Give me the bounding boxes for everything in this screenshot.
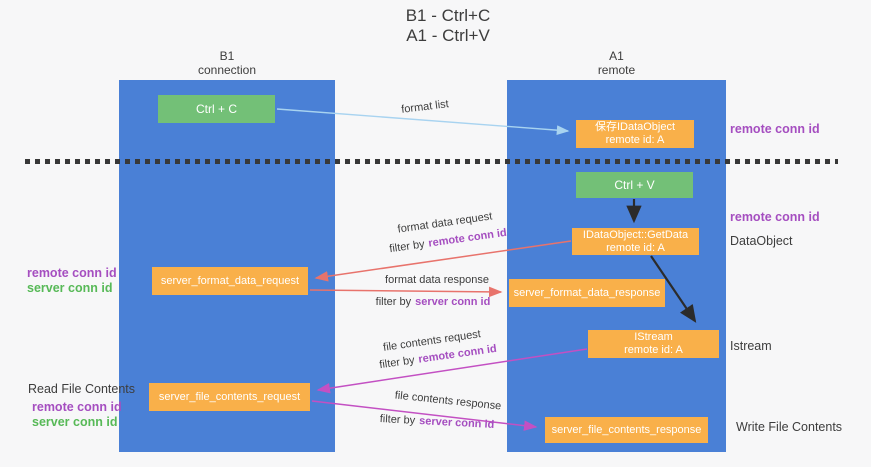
label-file-contents-response: file contents response (394, 389, 502, 413)
column-header-a1: A1 remote (507, 49, 726, 77)
server-conn-id-text: server conn id (418, 415, 495, 431)
node-server-format-data-request-label: server_format_data_request (160, 274, 300, 287)
column-a1-role: remote (597, 63, 636, 77)
node-getdata-line2: remote id: A (606, 241, 665, 254)
label-write-file-contents: Write File Contents (736, 420, 843, 434)
node-ctrl-c: Ctrl + C (158, 95, 275, 123)
column-b1-role: connection (197, 63, 257, 77)
node-server-file-contents-response: server_file_contents_response (545, 417, 708, 443)
node-istream: IStream remote id: A (588, 330, 719, 358)
node-istream-line1: IStream (634, 331, 673, 343)
label-left-bottom-server-conn-id: server conn id (32, 415, 118, 429)
node-idataobject-getdata: IDataObject::GetData remote id: A (572, 228, 699, 255)
node-istream-line2: remote id: A (624, 344, 683, 356)
label-right-remote-conn-id-2: remote conn id (730, 210, 820, 224)
column-a1-name: A1 (609, 49, 624, 63)
node-server-format-data-request: server_format_data_request (152, 267, 308, 295)
column-b1-name: B1 (219, 49, 235, 63)
title-line-1: B1 - Ctrl+C (405, 6, 491, 25)
node-save-idataobject-line1: 保存IDataObject (594, 121, 676, 133)
label-read-file-contents: Read File Contents (28, 382, 136, 396)
node-ctrl-v: Ctrl + V (576, 172, 693, 198)
node-server-file-contents-response-label: server_file_contents_response (551, 423, 702, 436)
node-save-idataobject: 保存IDataObject remote id: A (576, 120, 694, 148)
phase-divider-dashed-line (25, 159, 838, 164)
node-server-format-data-response-label: server_format_data_response (513, 286, 661, 299)
node-ctrl-v-label: Ctrl + V (614, 178, 655, 192)
label-dataobject: DataObject (730, 234, 793, 248)
node-server-file-contents-request: server_file_contents_request (149, 383, 310, 411)
column-header-b1: B1 connection (119, 49, 335, 77)
label-left-bottom-remote-conn-id: remote conn id (32, 400, 122, 414)
label-left-server-conn-id: server conn id (27, 281, 113, 295)
label-format-list: format list (400, 98, 450, 116)
node-getdata-line1: IDataObject::GetData (582, 228, 689, 241)
label-right-remote-conn-id-1: remote conn id (730, 122, 820, 136)
node-server-format-data-response: server_format_data_response (509, 279, 665, 307)
server-conn-id-text: server conn id (415, 296, 491, 308)
filter-by-text: filter by (378, 354, 416, 372)
diagram-title: B1 - Ctrl+C A1 - Ctrl+V (288, 6, 608, 46)
remote-conn-id-text: remote conn id (427, 226, 508, 250)
node-ctrl-c-label: Ctrl + C (195, 102, 237, 116)
filter-by-text: filter by (379, 413, 416, 427)
label-format-data-response: format data response (385, 274, 489, 286)
label-left-remote-conn-id: remote conn id (27, 266, 117, 280)
arrow-format-data-response (309, 286, 503, 298)
node-save-idataobject-line2: remote id: A (605, 134, 665, 146)
title-line-2: A1 - Ctrl+V (406, 26, 490, 45)
label-istream: Istream (730, 339, 772, 353)
node-server-file-contents-request-label: server_file_contents_request (158, 390, 301, 403)
filter-by-text: filter by (388, 238, 426, 256)
filter-by-text: filter by (375, 296, 412, 308)
